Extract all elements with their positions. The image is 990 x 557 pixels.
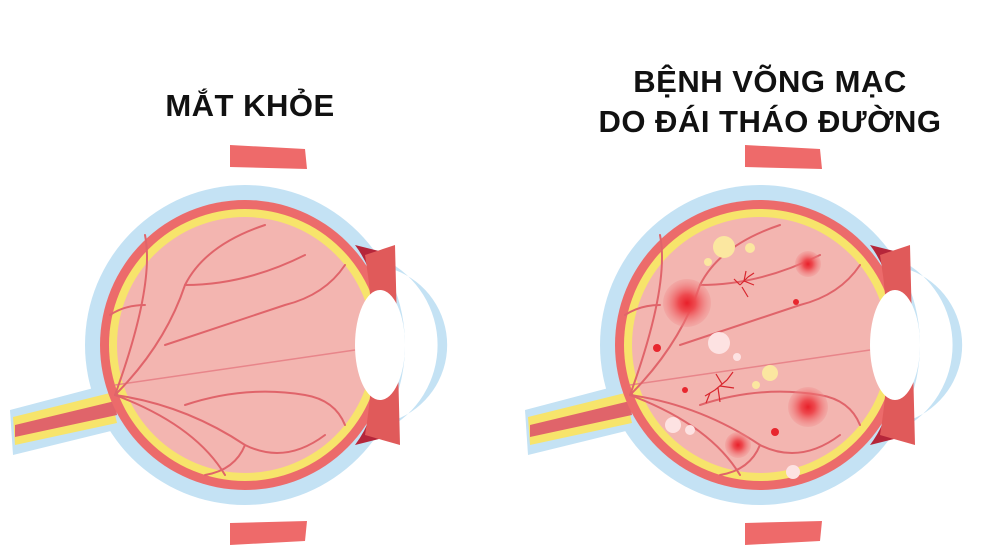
healthy-eye-title: MẮT KHỎE	[165, 88, 335, 123]
diabetic-eye	[524, 144, 964, 546]
exudate-spots	[665, 236, 800, 479]
hemorrhage-spots	[653, 251, 828, 458]
healthy-eye	[9, 144, 449, 546]
neovascularization	[704, 270, 755, 404]
title-line-1: BỆNH VÕNG MẠC	[633, 64, 907, 99]
diabetic-retinopathy-title: BỆNH VÕNG MẠC DO ĐÁI THÁO ĐƯỜNG	[590, 62, 950, 142]
title-line-2: DO ĐÁI THÁO ĐƯỜNG	[598, 104, 942, 139]
